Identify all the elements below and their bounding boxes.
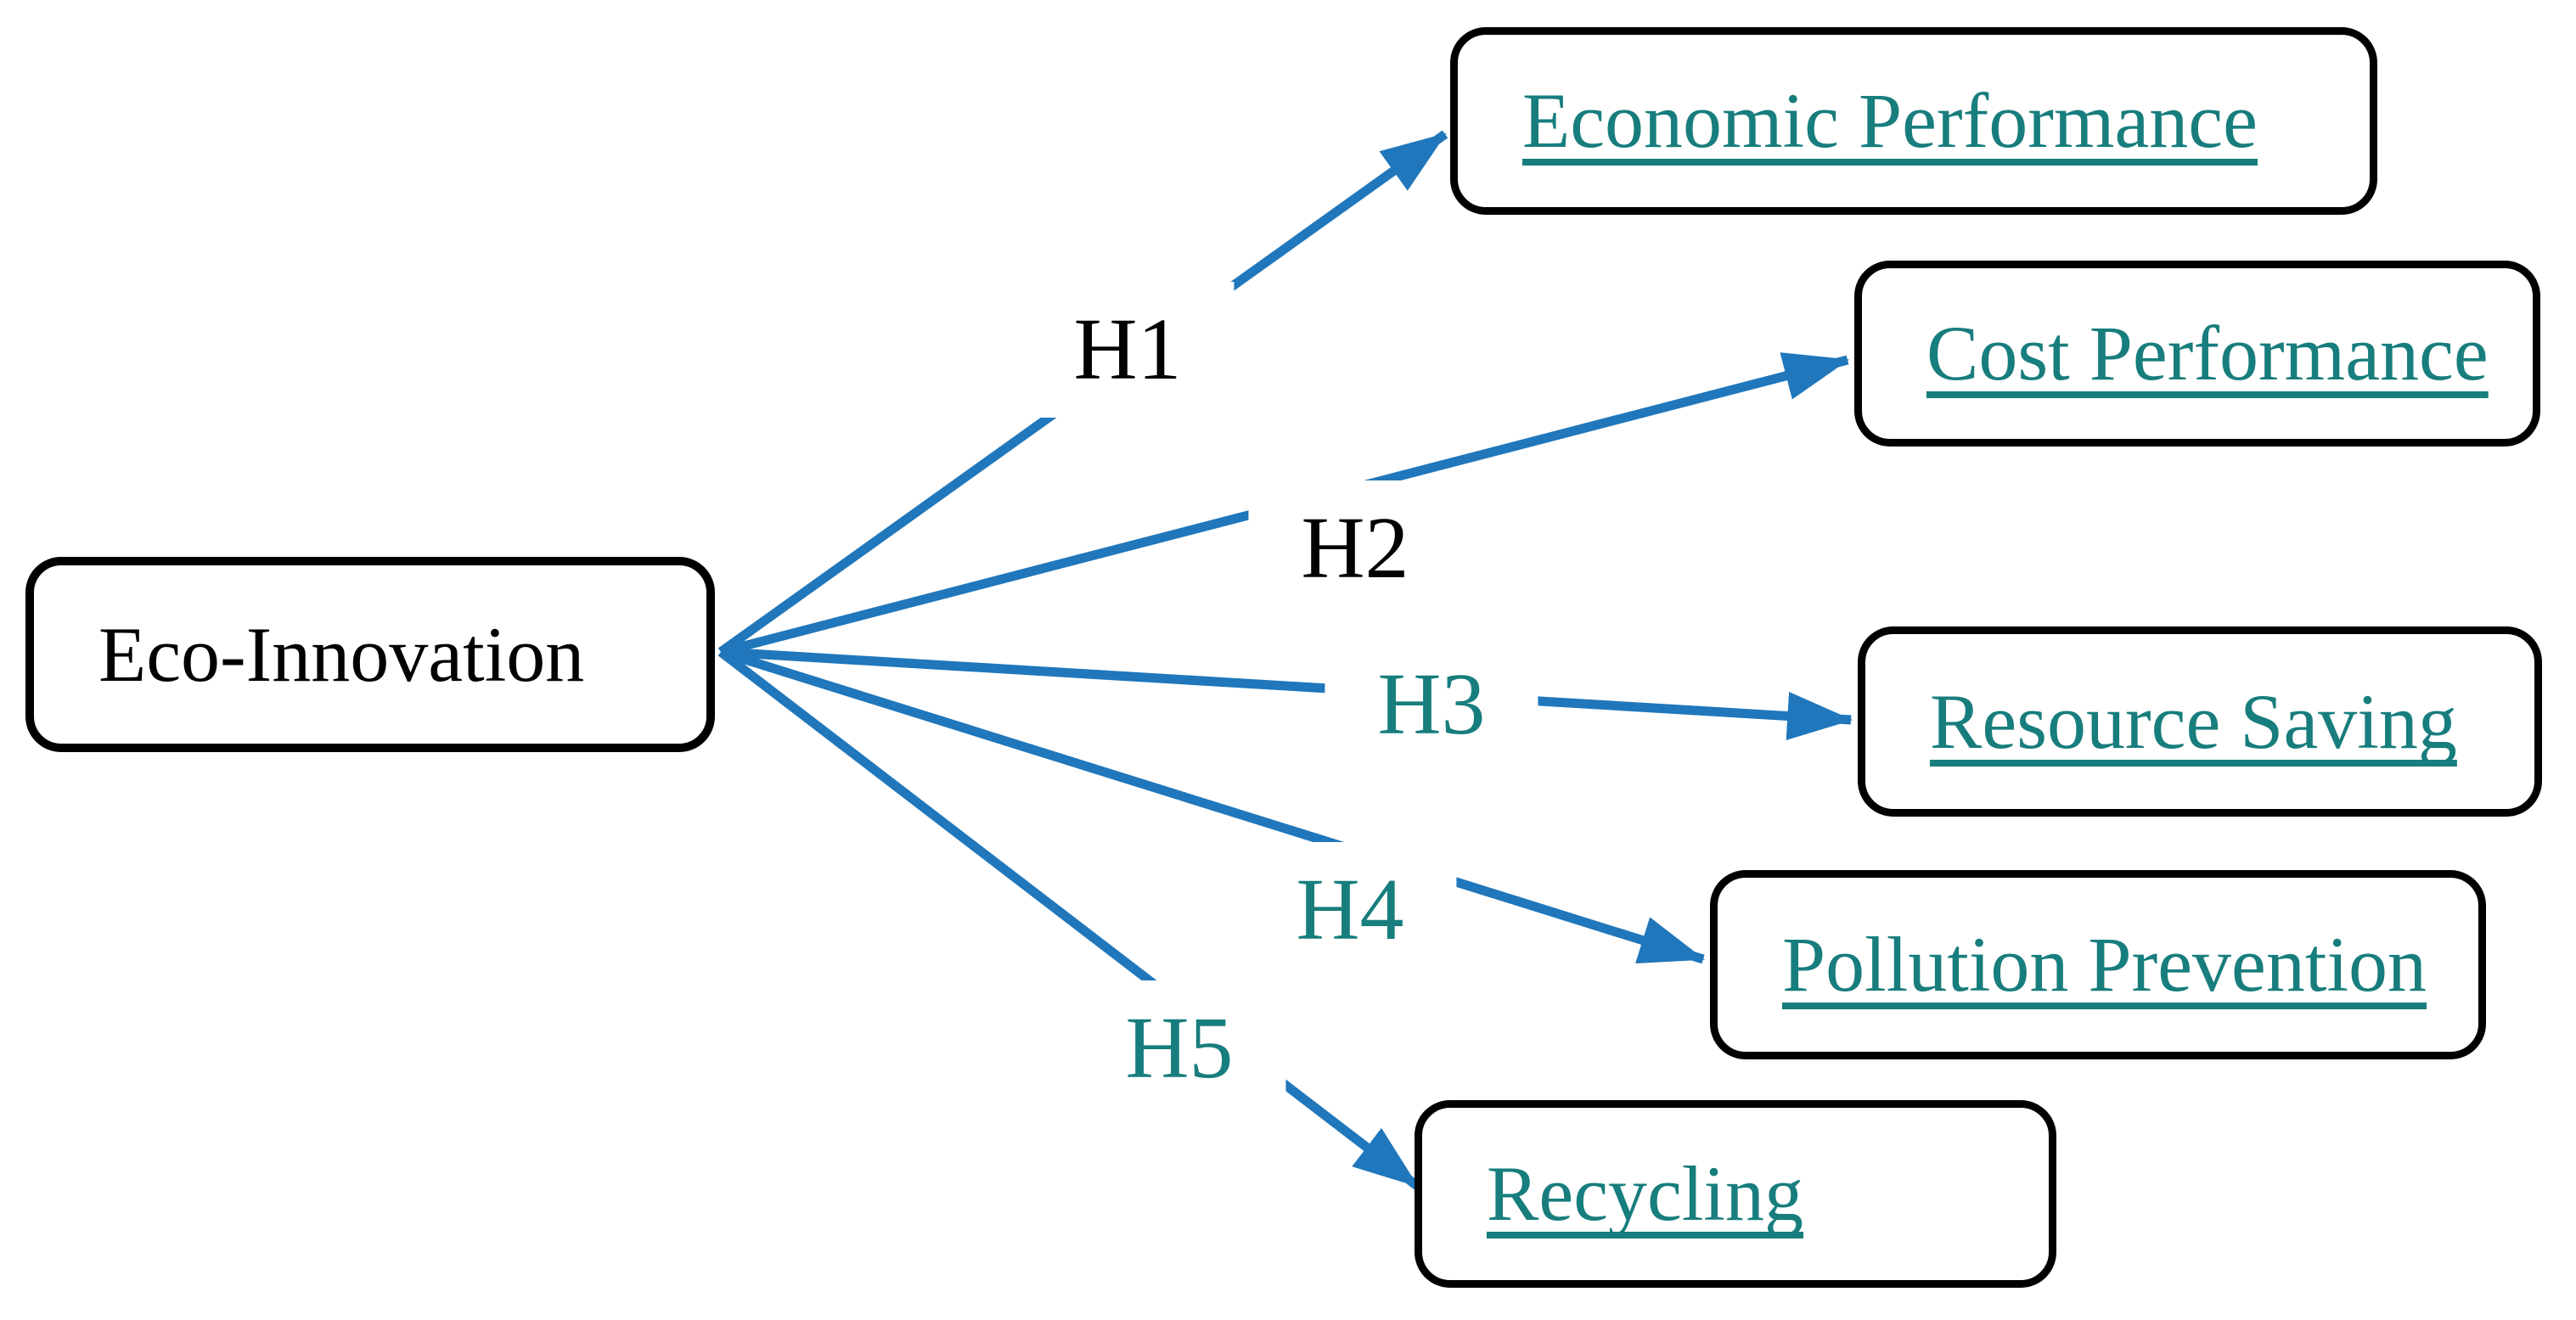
node-economic-performance: Economic Performance	[1450, 27, 2377, 215]
hypothesis-label-h2: H2	[1248, 480, 1462, 616]
hypothesis-label-h3: H3	[1325, 637, 1538, 772]
arrow-h5	[717, 648, 1420, 1190]
node-eco-innovation: Eco-Innovation	[25, 557, 715, 752]
arrow-h3	[720, 647, 1853, 741]
node-cost-performance-label: Cost Performance	[1926, 310, 2489, 397]
node-resource-saving: Resource Saving	[1858, 626, 2542, 817]
hypothesis-label-h1: H1	[1021, 282, 1235, 418]
node-recycling: Recycling	[1415, 1100, 2056, 1288]
hypothesis-label-h5: H5	[1072, 980, 1286, 1116]
node-cost-performance: Cost Performance	[1854, 261, 2540, 447]
node-pollution-prevention-label: Pollution Prevention	[1782, 921, 2427, 1008]
node-resource-saving-label: Resource Saving	[1930, 677, 2457, 765]
arrow-h4	[719, 647, 1706, 964]
hypothesis-label-h4: H4	[1243, 842, 1457, 978]
node-recycling-label: Recycling	[1487, 1150, 1803, 1238]
node-eco-innovation-label: Eco-Innovation	[98, 610, 585, 698]
node-economic-performance-label: Economic Performance	[1522, 77, 2258, 165]
node-pollution-prevention: Pollution Prevention	[1710, 870, 2486, 1059]
